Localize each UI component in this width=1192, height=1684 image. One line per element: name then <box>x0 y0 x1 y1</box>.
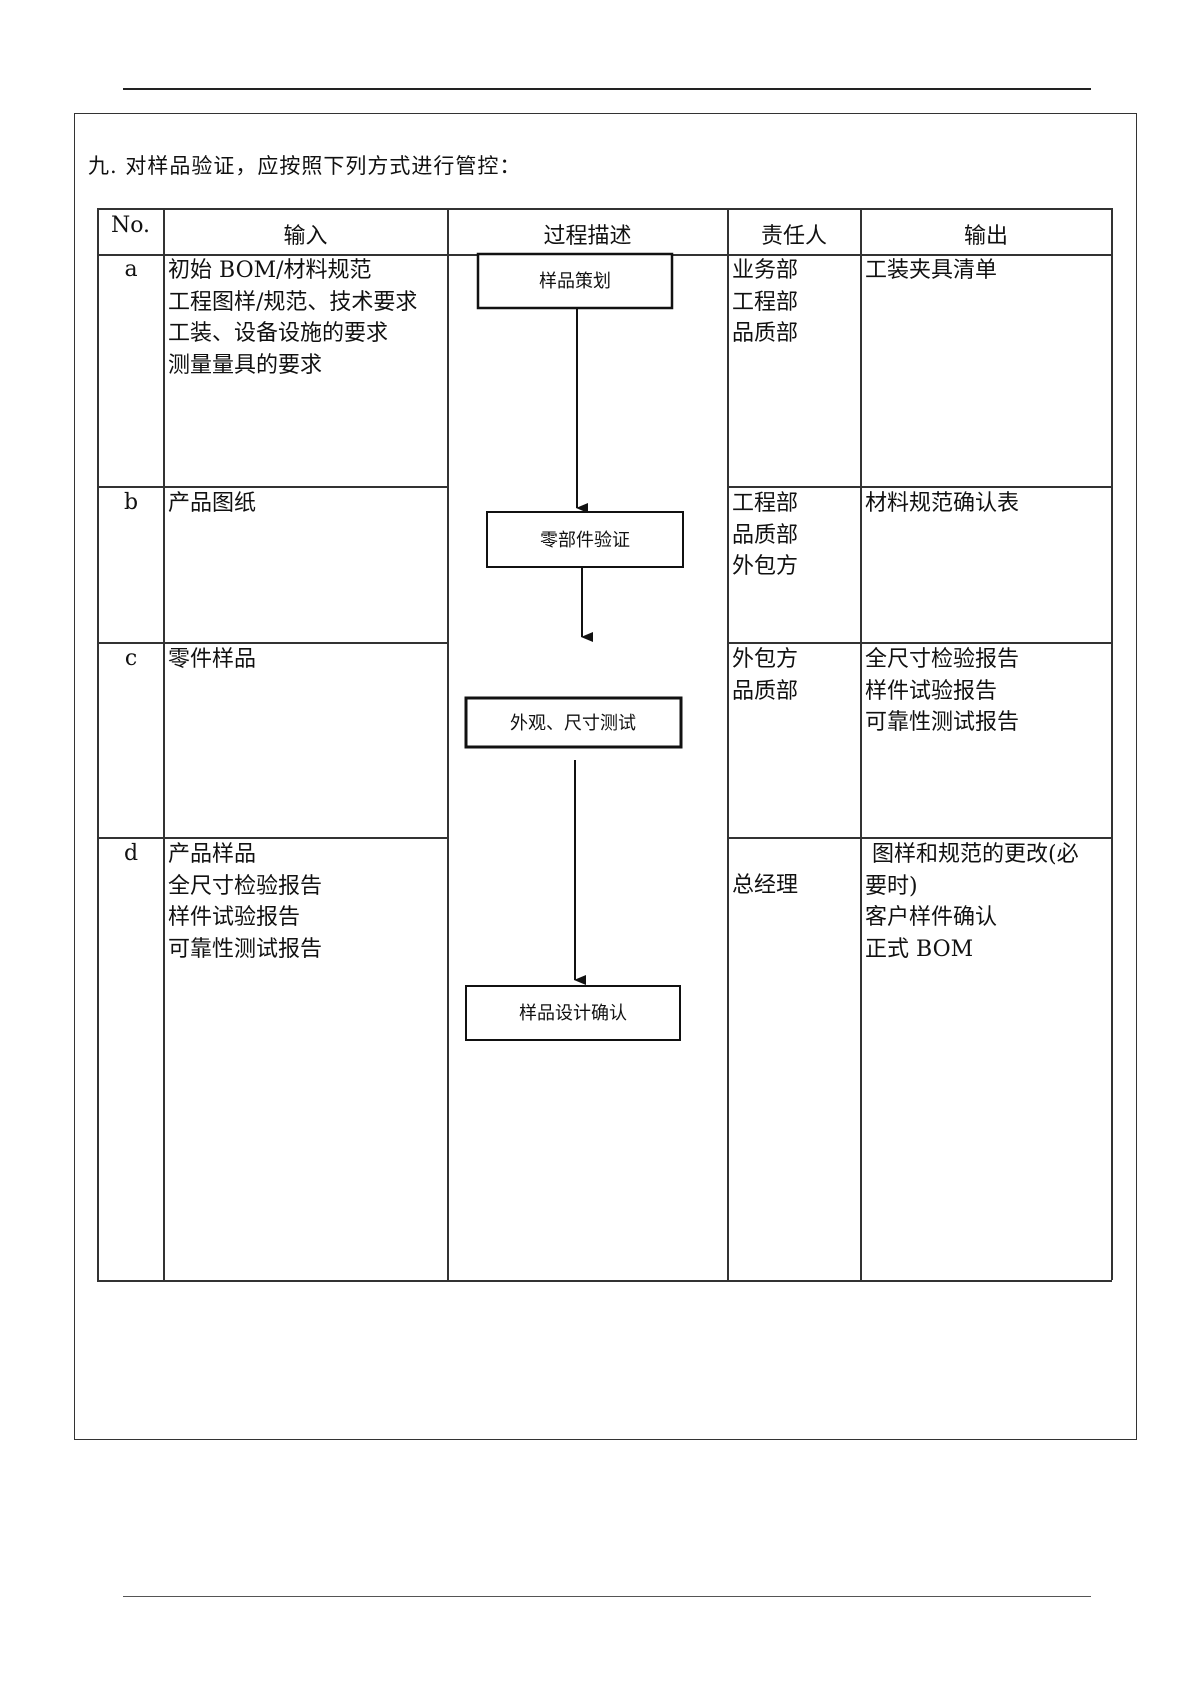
footer-rule <box>123 1596 1091 1597</box>
flow-step-4-label: 样品设计确认 <box>519 1003 627 1024</box>
row-a-input: 初始 BOM/材料规范 工程图样/规范、技术要求 工装、设备设施的要求 测量量具… <box>168 258 418 378</box>
row-d-output: 图样和规范的更改(必 要时) 客户样件确认 正式 BOM <box>865 842 1079 962</box>
flow-step-3: 外观、尺寸测试 <box>464 696 683 749</box>
header-no: No. <box>110 213 151 238</box>
row-d-owner: 总经理 <box>732 873 799 898</box>
section-heading: 九. 对样品验证，应按照下列方式进行管控： <box>88 154 522 178</box>
document-frame <box>74 113 1137 1440</box>
row-a-output: 工装夹具清单 <box>865 258 998 283</box>
row-b-input: 产品图纸 <box>168 491 257 516</box>
row-a-no: a <box>124 257 138 282</box>
row-d-input: 产品样品 全尺寸检验报告 样件试验报告 可靠性测试报告 <box>168 842 323 962</box>
row-c-no: c <box>124 646 138 671</box>
row-b-no: b <box>123 490 139 515</box>
header-process: 过程描述 <box>543 224 632 249</box>
flow-step-3-label: 外观、尺寸测试 <box>510 713 636 734</box>
row-c-output: 全尺寸检验报告 样件试验报告 可靠性测试报告 <box>865 647 1020 735</box>
row-c-input: 零件样品 <box>168 647 257 672</box>
row-b-owner: 工程部 品质部 外包方 <box>732 491 799 579</box>
header-owner: 责任人 <box>760 224 827 249</box>
header-output: 输出 <box>963 224 1008 249</box>
flow-step-1-label: 样品策划 <box>539 271 611 292</box>
row-a-owner: 业务部 工程部 品质部 <box>732 258 799 346</box>
flow-step-4: 样品设计确认 <box>465 985 681 1041</box>
flow-step-2: 零部件验证 <box>486 511 684 568</box>
header-rule <box>123 88 1091 90</box>
flow-step-1: 样品策划 <box>476 252 674 310</box>
row-b-output: 材料规范确认表 <box>865 491 1020 516</box>
row-d-no: d <box>123 841 139 866</box>
header-input: 输入 <box>283 224 328 249</box>
flow-step-2-label: 零部件验证 <box>540 530 630 551</box>
row-c-owner: 外包方 品质部 <box>732 647 799 704</box>
